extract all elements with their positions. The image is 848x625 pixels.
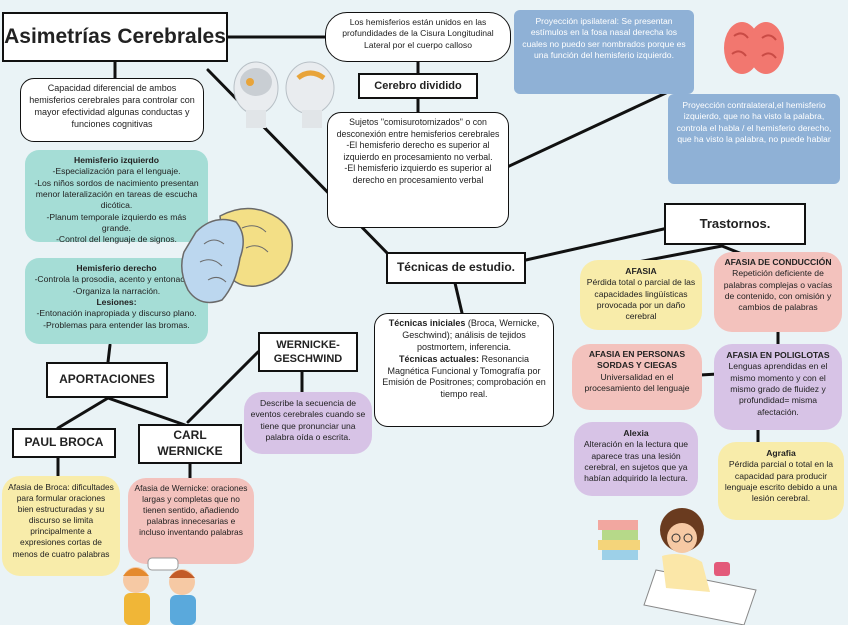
trastornos-node: Trastornos. [664,203,806,245]
children-illustration [112,556,212,625]
agrafia-box: Agrafia Pérdida parcial o total en la ca… [718,442,844,520]
brain-illustration [180,198,294,308]
aportaciones-node: APORTACIONES [46,362,168,398]
head-scan-image [228,52,338,132]
definition-box: Capacidad diferencial de ambos hemisferi… [20,78,204,142]
afasia-box: AFASIA Pérdida total o parcial de las ca… [580,260,702,330]
alexia-text: Alteración en la lectura que aparece tra… [583,439,689,484]
student-illustration [596,500,766,625]
broca-description: Afasia de Broca: dificultades para formu… [2,476,120,576]
right-hemisphere-line: -Organiza la narración. [72,285,161,296]
split-brain-line: -El hemisferio izquierdo es superior al … [344,163,492,186]
afasia-sordas-title: AFASIA EN PERSONAS SORDAS Y CIEGAS [588,349,686,371]
cisura-box: Los hemisferios están unidos en las prof… [325,12,511,62]
left-hemisphere-line: -Especialización para el lenguaje. [52,166,181,177]
lesions-heading: Lesiones: [96,297,137,308]
contralateral-projection-box: Proyección contralateral,el hemisferio i… [668,94,840,184]
initial-techniques-text: (Broca, Wernicke, Geschwind); análisis d… [402,318,540,352]
wernicke-description: Afasia de Wernicke: oraciones largas y c… [128,478,254,564]
afasia-sordas-box: AFASIA EN PERSONAS SORDAS Y CIEGAS Unive… [572,344,702,410]
alexia-title: Alexia [623,428,649,438]
split-brain-line: -El hemisferio derecho es superior al iz… [343,140,493,162]
cerebro-dividido-description: Sujetos "comisurotomizados" o con descon… [327,112,509,228]
afasia-conduccion-title: AFASIA DE CONDUCCIÓN [724,257,832,267]
lesion-line: -Problemas para entender las bromas. [43,319,190,330]
afasia-conduccion-text: Repetición deficiente de palabras comple… [723,268,833,313]
left-hemisphere-line: -Planum temporale izquierdo es más grand… [46,211,187,234]
wernicke-geschwind-description: Describe la secuencia de eventos cerebra… [244,392,372,454]
left-hemisphere-heading: Hemisferio izquierdo [74,155,159,165]
left-hemisphere-box: Hemisferio izquierdo -Especialización pa… [25,150,208,245]
afasia-poliglotas-box: AFASIA EN POLIGLOTAS Lenguas aprendidas … [714,344,842,430]
current-techniques-label: Técnicas actuales: [398,353,479,364]
right-hemisphere-line: -Controla la prosodia, acento y entonaci… [34,274,199,285]
cerebro-dividido-node: Cerebro dividido [358,73,478,99]
agrafia-title: Agrafia [766,448,796,458]
tecnicas-node: Técnicas de estudio. [386,252,526,284]
wernicke-geschwind-node: WERNICKE-GESCHWIND [258,332,358,372]
split-brain-line: Sujetos "comisurotomizados" o con descon… [336,117,500,139]
afasia-text: Pérdida total o parcial de las capacidad… [586,277,696,322]
left-hemisphere-line: -Los niños sordos de nacimiento presenta… [34,177,199,211]
afasia-title: AFASIA [625,266,657,276]
lesion-line: -Entonación inapropiada y discurso plano… [36,308,197,319]
right-hemisphere-heading: Hemisferio derecho [76,263,157,273]
afasia-sordas-text: Universalidad en el procesamiento del le… [584,371,690,394]
ipsilateral-projection-box: Proyección ipsilateral: Se presentan est… [514,10,694,94]
pink-brain-image [722,16,786,82]
left-hemisphere-line: -Control del lenguaje de signos. [56,234,177,245]
afasia-conduccion-box: AFASIA DE CONDUCCIÓN Repetición deficien… [714,252,842,332]
current-techniques-text: Resonancia Magnética Funcional y Tomogra… [382,353,546,400]
paul-broca-node: PAUL BROCA [12,428,116,458]
initial-techniques-label: Técnicas iniciales [388,318,466,328]
agrafia-text: Pérdida parcial o total en la capacidad … [724,459,838,504]
carl-wernicke-node: CARL WERNICKE [138,424,242,464]
alexia-box: Alexia Alteración en la lectura que apar… [574,422,698,496]
tecnicas-description: Técnicas iniciales (Broca, Wernicke, Ges… [374,313,554,427]
afasia-poliglotas-title: AFASIA EN POLIGLOTAS [726,350,830,360]
page-title: Asimetrías Cerebrales [2,12,228,62]
right-hemisphere-box: Hemisferio derecho -Controla la prosodia… [25,258,208,344]
afasia-poliglotas-text: Lenguas aprendidas en el mismo momento y… [728,361,828,417]
